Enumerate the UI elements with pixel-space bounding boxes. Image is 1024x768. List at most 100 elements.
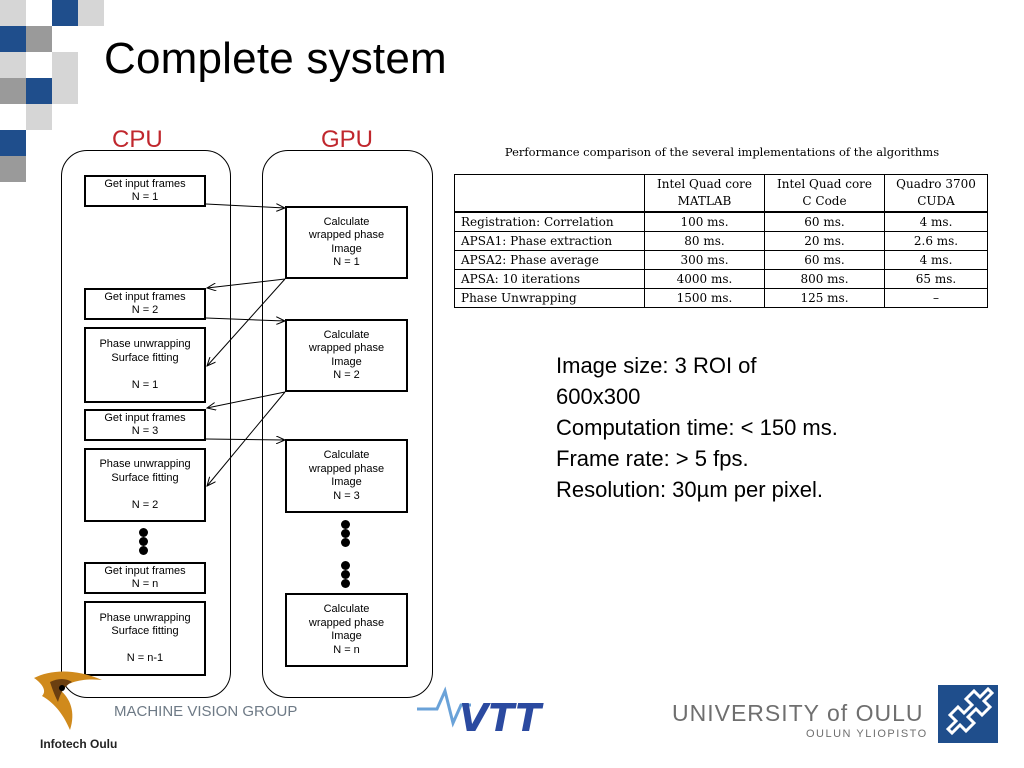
cpu-step-label: Get input frames N = 3	[104, 411, 186, 438]
arrow-gpu-to-cpu	[207, 278, 286, 288]
table-cell: Phase Unwrapping	[454, 288, 645, 308]
table-cell: 4 ms.	[884, 250, 988, 270]
arrow-cpu-to-gpu	[205, 203, 285, 208]
vtt-wordmark: VTT	[459, 696, 544, 739]
university-crest-icon	[938, 685, 998, 743]
deco-square	[26, 26, 52, 52]
table-row: Registration: Correlation 100 ms. 60 ms.…	[454, 211, 988, 232]
ellipsis-dot	[341, 570, 350, 579]
ellipsis-dot	[139, 528, 148, 537]
machine-vision-group-label: MACHINE VISION GROUP	[114, 703, 298, 720]
table-cell: 4000 ms.	[644, 269, 765, 289]
cpu-step-box: Get input frames N = 2	[84, 288, 206, 320]
deco-square	[78, 0, 104, 26]
cpu-column-heading: CPU	[112, 126, 163, 153]
table-cell: 800 ms.	[764, 269, 885, 289]
spec-line: Image size: 3 ROI of	[556, 353, 757, 378]
gpu-ellipsis-dots-upper	[341, 520, 350, 547]
table-header-cell: Intel Quad core C Code	[764, 174, 885, 213]
cpu-step-label: Phase unwrapping Surface fitting N = 2	[99, 458, 191, 511]
university-name: UNIVERSITY of OULU	[672, 700, 924, 726]
arrow-cpu-to-gpu	[205, 439, 285, 440]
cpu-step-box: Phase unwrapping Surface fitting N = 2	[84, 448, 206, 522]
gpu-step-box: Calculate wrapped phase Image N = 3	[285, 439, 408, 513]
gpu-step-box: Calculate wrapped phase Image N = 1	[285, 206, 408, 279]
ellipsis-dot	[139, 546, 148, 555]
arrow-gpu-to-cpu	[207, 278, 286, 366]
gpu-step-box: Calculate wrapped phase Image N = 2	[285, 319, 408, 392]
table-header-cell: Quadro 3700 CUDA	[884, 174, 988, 213]
gpu-step-label: Calculate wrapped phase Image N = 3	[308, 449, 385, 502]
table-cell: 100 ms.	[644, 211, 765, 232]
cpu-step-label: Get input frames N = 1	[104, 177, 186, 204]
table-header-cell	[454, 174, 645, 213]
deco-square	[0, 0, 26, 26]
ellipsis-dot	[341, 561, 350, 570]
gpu-step-label: Calculate wrapped phase Image N = 1	[308, 215, 385, 269]
table-row: APSA: 10 iterations 4000 ms. 800 ms. 65 …	[454, 269, 988, 289]
deco-square	[52, 0, 78, 26]
ellipsis-dot	[139, 537, 148, 546]
table-row: APSA2: Phase average 300 ms. 60 ms. 4 ms…	[454, 250, 988, 270]
table-row: Phase Unwrapping 1500 ms. 125 ms. –	[454, 288, 988, 308]
vtt-pulse-icon	[417, 686, 471, 728]
cpu-step-label: Get input frames N = 2	[104, 290, 186, 317]
table-cell: Registration: Correlation	[454, 211, 645, 232]
gpu-step-label: Calculate wrapped phase Image N = 2	[308, 328, 385, 382]
deco-square	[0, 156, 26, 182]
cpu-step-box: Phase unwrapping Surface fitting N = n-1	[84, 601, 206, 676]
table-cell: 2.6 ms.	[884, 231, 988, 251]
deco-square	[52, 52, 78, 78]
cpu-step-box: Phase unwrapping Surface fitting N = 1	[84, 327, 206, 403]
cpu-step-box: Get input frames N = 1	[84, 175, 206, 207]
arrow-gpu-to-cpu	[207, 391, 286, 408]
table-cell: 1500 ms.	[644, 288, 765, 308]
cpu-step-label: Phase unwrapping Surface fitting N = n-1	[99, 611, 191, 665]
cpu-step-box: Get input frames N = 3	[84, 409, 206, 441]
table-header-cell: Intel Quad core MATLAB	[644, 174, 765, 213]
table-cell: 65 ms.	[884, 269, 988, 289]
system-specs: Image size: 3 ROI of 600x300 Computation…	[556, 350, 838, 505]
gpu-step-label: Calculate wrapped phase Image N = n	[308, 603, 385, 656]
cpu-step-label: Phase unwrapping Surface fitting N = 1	[99, 338, 191, 391]
spec-line: Frame rate: > 5 fps.	[556, 446, 749, 471]
ellipsis-dot	[341, 538, 350, 547]
cpu-step-label: Get input frames N = n	[104, 564, 186, 591]
ellipsis-dot	[341, 529, 350, 538]
infotech-label: Infotech Oulu	[40, 737, 118, 751]
cpu-step-box: Get input frames N = n	[84, 562, 206, 594]
table-cell: 4 ms.	[884, 211, 988, 232]
deco-square	[0, 130, 26, 156]
table-cell: APSA: 10 iterations	[454, 269, 645, 289]
table-cell: 80 ms.	[644, 231, 765, 251]
spec-line: Computation time: < 150 ms.	[556, 415, 838, 440]
spec-line: 600x300	[556, 384, 641, 409]
ellipsis-dot	[341, 520, 350, 529]
cpu-ellipsis-dots	[139, 528, 148, 555]
gpu-column-heading: GPU	[321, 126, 374, 153]
deco-square	[26, 104, 52, 130]
table-caption: Performance comparison of the several im…	[504, 145, 940, 159]
performance-table: Intel Quad core MATLAB Intel Quad core C…	[454, 174, 988, 308]
table-row: APSA1: Phase extraction 80 ms. 20 ms. 2.…	[454, 231, 988, 251]
deco-square	[26, 78, 52, 104]
table-cell: APSA2: Phase average	[454, 250, 645, 270]
table-cell: 125 ms.	[764, 288, 885, 308]
table-cell: 20 ms.	[764, 231, 885, 251]
ellipsis-dot	[341, 579, 350, 588]
deco-square	[52, 78, 78, 104]
table-cell: APSA1: Phase extraction	[454, 231, 645, 251]
table-header-row: Intel Quad core MATLAB Intel Quad core C…	[454, 174, 988, 213]
table-cell: 60 ms.	[764, 250, 885, 270]
vtt-logo: VTT	[417, 686, 544, 739]
arrow-gpu-to-cpu	[207, 391, 286, 486]
table-cell: 300 ms.	[644, 250, 765, 270]
university-subname: OULUN YLIOPISTO	[806, 728, 928, 740]
table-cell: 60 ms.	[764, 211, 885, 232]
gpu-ellipsis-dots-lower	[341, 561, 350, 588]
spec-line: Resolution: 30µm per pixel.	[556, 477, 824, 502]
deco-square	[0, 26, 26, 52]
arrow-cpu-to-gpu	[205, 318, 285, 321]
gpu-step-box: Calculate wrapped phase Image N = n	[285, 593, 408, 667]
